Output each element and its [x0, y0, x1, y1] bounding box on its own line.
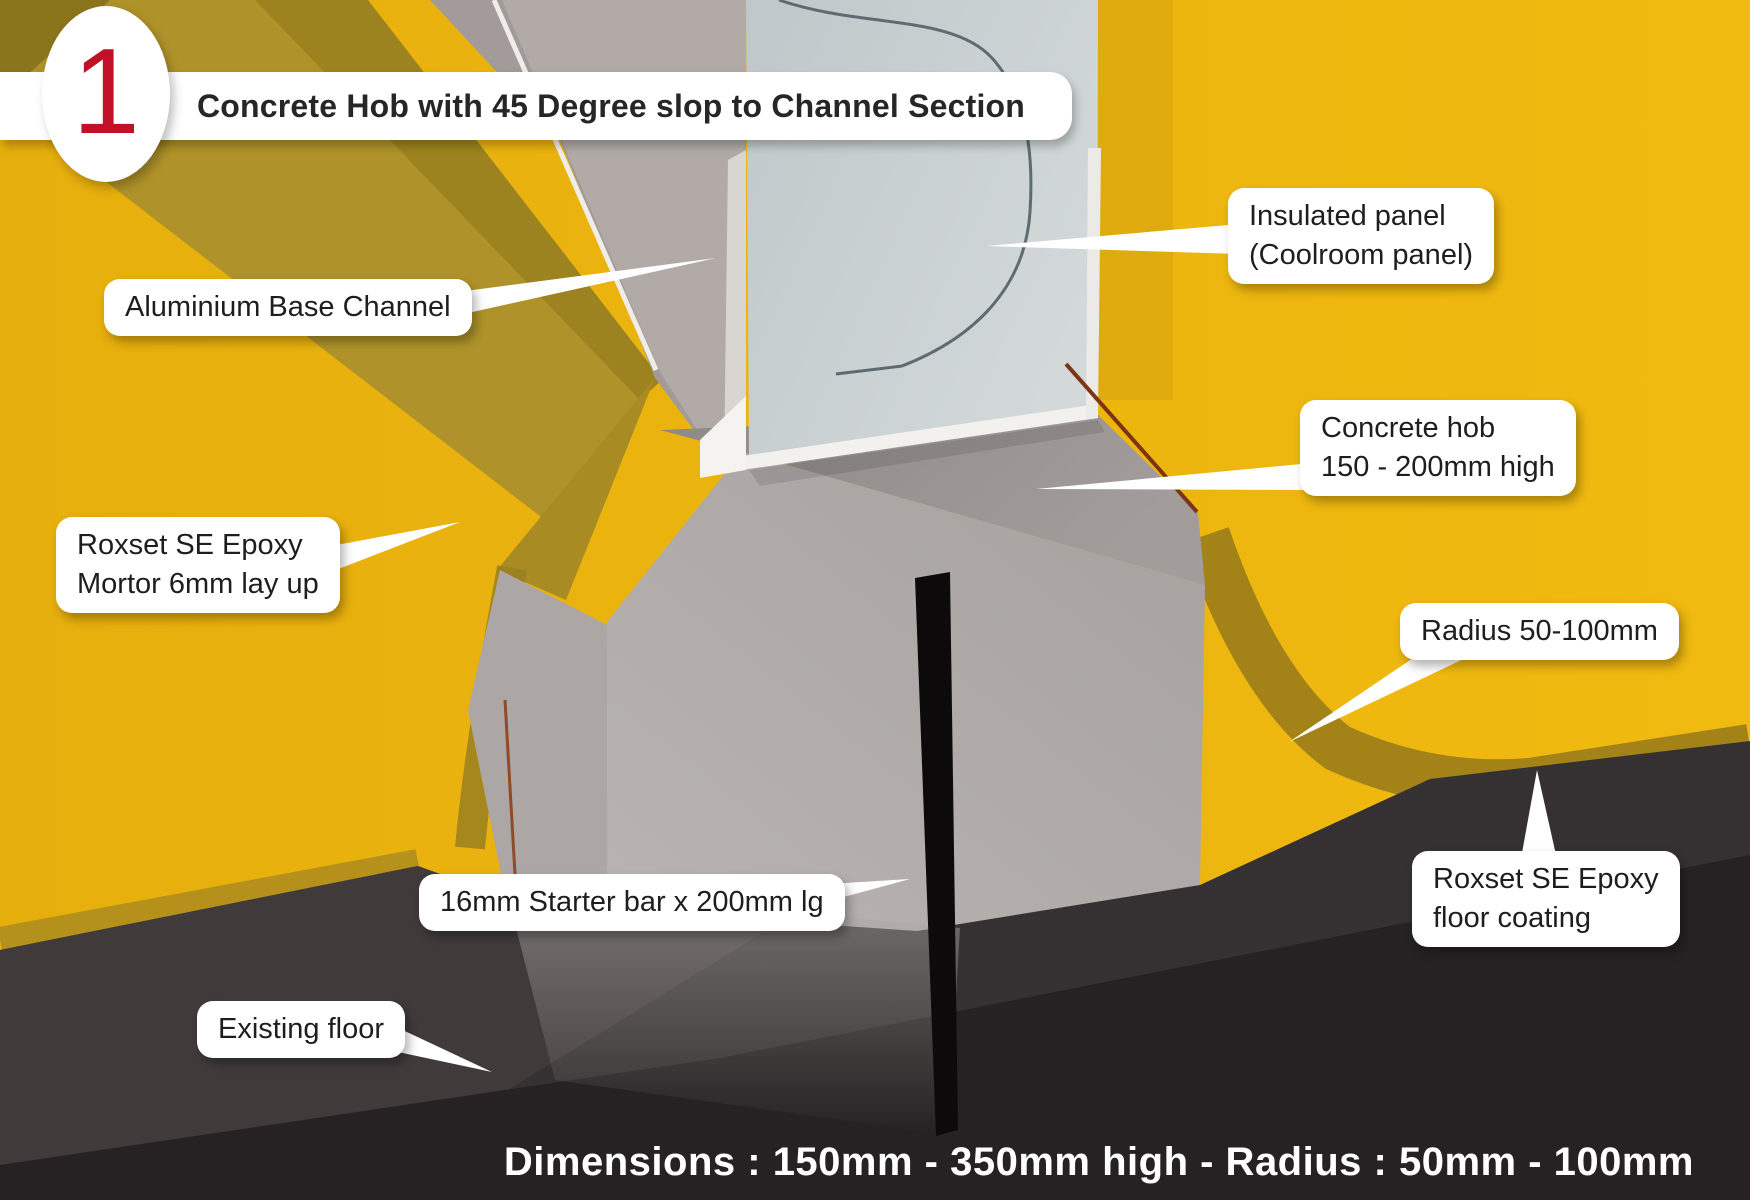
label-existing-floor-line1: Existing floor	[218, 1013, 385, 1045]
label-starter-bar: 16mm Starter bar x 200mm lg	[419, 874, 845, 931]
aluminium-channel-bottom	[742, 404, 1098, 470]
label-radius: Radius 50-100mm	[1400, 603, 1679, 660]
title-banner: Concrete Hob with 45 Degree slop to Chan…	[0, 72, 1072, 140]
label-aluminium-base-channel-line1: Aluminium Base Channel	[125, 291, 451, 323]
tail-aluminium-channel	[450, 258, 716, 317]
tail-concrete-hob	[1036, 463, 1312, 490]
label-roxset-mortar-line2: Mortor 6mm lay up	[77, 567, 319, 600]
label-concrete-hob-line2: 150 - 200mm high	[1321, 450, 1555, 483]
hob-left-edge-line	[503, 699, 518, 893]
step-number: 1	[72, 23, 140, 159]
page-title: Concrete Hob with 45 Degree slop to Chan…	[196, 87, 1026, 124]
panel-left-edge-strip	[724, 150, 746, 468]
label-aluminium-base-channel: Aluminium Base Channel	[104, 279, 472, 336]
label-radius-line1: Radius 50-100mm	[1421, 615, 1658, 647]
tail-radius	[1289, 648, 1472, 742]
label-insulated-panel-line2: (Coolroom panel)	[1249, 238, 1474, 271]
tail-existing-floor	[392, 1025, 492, 1072]
concrete-hob-front-face	[607, 452, 1205, 932]
step-number-badge: 1	[42, 6, 170, 182]
label-existing-floor: Existing floor	[197, 1001, 406, 1058]
panel-bottom-shadow	[749, 420, 1105, 486]
label-insulated-panel-line1: Insulated panel	[1249, 200, 1446, 232]
label-starter-bar-line1: 16mm Starter bar x 200mm lg	[440, 886, 824, 918]
aluminium-channel-left-lip	[700, 396, 746, 478]
label-concrete-hob-line1: Concrete hob	[1321, 412, 1496, 444]
starter-bar-shape	[915, 572, 958, 1136]
left-floor-edge-shadow	[0, 849, 421, 953]
back-wall-edge-highlight	[491, 0, 659, 372]
dimensions-footer-text: Dimensions : 150mm - 350mm high - Radius…	[503, 1140, 1694, 1184]
aluminium-channel-right-lip	[1086, 148, 1101, 418]
label-roxset-mortar-line1: Roxset SE Epoxy	[77, 529, 303, 561]
label-roxset-floor-coating-line2: floor coating	[1433, 901, 1591, 934]
tail-insulated-panel	[986, 224, 1240, 254]
tail-floor-coating	[1520, 770, 1558, 864]
label-insulated-panel: Insulated panel (Coolroom panel)	[1228, 188, 1495, 284]
label-concrete-hob: Concrete hob 150 - 200mm high	[1300, 400, 1576, 496]
label-roxset-floor-coating: Roxset SE Epoxy floor coating	[1412, 851, 1680, 947]
insulated-panel-shape	[746, 0, 1098, 462]
panel-right-soft-shadow	[1098, 0, 1173, 400]
label-roxset-mortar: Roxset SE Epoxy Mortor 6mm lay up	[56, 517, 340, 613]
hob-floor-fade	[505, 885, 960, 1135]
label-roxset-floor-coating-line1: Roxset SE Epoxy	[1433, 863, 1659, 895]
tail-roxset-mortar	[310, 522, 460, 580]
slope-shaded-face	[497, 378, 655, 600]
